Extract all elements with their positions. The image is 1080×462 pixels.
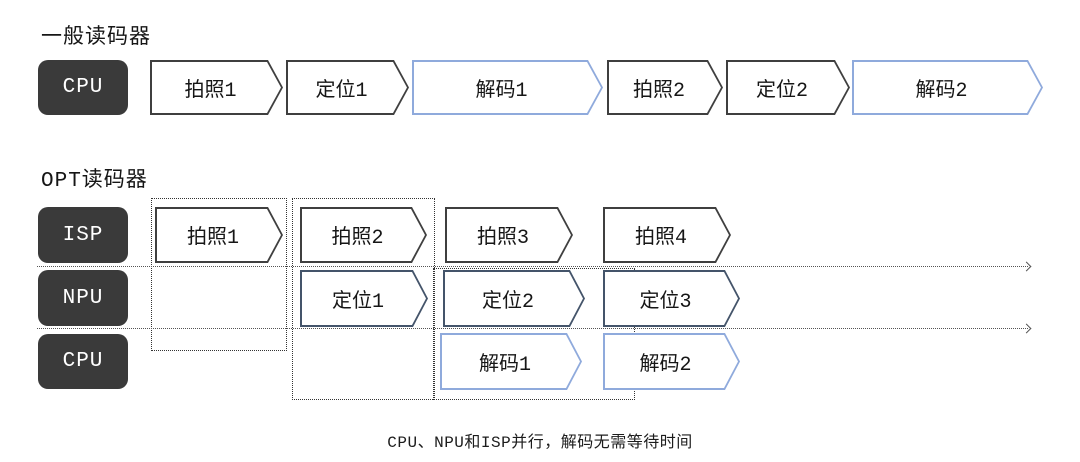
- frame-group-box-2: [292, 198, 435, 400]
- general-lane-chip-cpu: CPU: [38, 60, 128, 115]
- general-block-locate-2: 定位2: [726, 60, 850, 115]
- general-block-decode-2: 解码2: [852, 60, 1043, 115]
- timeline-arrow-isp: [37, 261, 1032, 272]
- opt-isp-block-photo-4-label: 拍照4: [634, 227, 687, 250]
- opt-lane-chip-cpu-label: CPU: [62, 350, 104, 373]
- opt-isp-block-photo-3-label: 拍照3: [476, 227, 529, 250]
- opt-lane-chip-npu: NPU: [38, 270, 128, 326]
- opt-cpu-block-decode-1: 解码1: [440, 333, 582, 390]
- opt-lane-chip-isp: ISP: [38, 207, 128, 263]
- general-lane-chip-cpu-label: CPU: [62, 76, 104, 99]
- opt-npu-block-locate-1: 定位1: [300, 270, 428, 327]
- opt-npu-block-locate-2-label: 定位2: [481, 290, 534, 314]
- opt-cpu-block-decode-1-label: 解码1: [478, 353, 531, 377]
- general-block-decode-2-label: 解码2: [915, 79, 968, 103]
- general-block-decode-1: 解码1: [412, 60, 603, 115]
- opt-lane-chip-cpu: CPU: [38, 334, 128, 389]
- frame-group-box-1: [151, 198, 287, 351]
- opt-cpu-block-decode-2-label: 解码2: [639, 353, 692, 377]
- opt-isp-block-photo-2: 拍照2: [300, 207, 427, 263]
- general-block-photo-1: 拍照1: [150, 60, 283, 115]
- general-block-photo-1-label: 拍照1: [184, 79, 237, 103]
- opt-npu-block-locate-3: 定位3: [603, 270, 740, 327]
- opt-lane-chip-isp-label: ISP: [62, 223, 104, 247]
- opt-isp-block-photo-1-label: 拍照1: [186, 227, 239, 250]
- footer-caption: CPU、NPU和ISP并行，解码无需等待时间: [387, 434, 693, 452]
- opt-isp-block-photo-4: 拍照4: [603, 207, 731, 263]
- general-block-photo-2: 拍照2: [607, 60, 723, 115]
- arrowhead-icon: [1021, 323, 1032, 334]
- opt-cpu-block-decode-2: 解码2: [603, 333, 740, 390]
- general-reader-title: 一般读码器: [41, 27, 151, 50]
- opt-isp-block-photo-2-label: 拍照2: [331, 227, 384, 250]
- opt-reader-title: OPT读码器: [41, 170, 148, 193]
- general-block-locate-1-label: 定位1: [315, 79, 368, 103]
- opt-lane-chip-npu-label: NPU: [62, 286, 104, 310]
- opt-npu-block-locate-3-label: 定位3: [639, 290, 692, 314]
- general-block-locate-1: 定位1: [286, 60, 409, 115]
- timeline-arrow-npu: [37, 323, 1032, 334]
- opt-isp-block-photo-1: 拍照1: [155, 207, 283, 263]
- opt-npu-block-locate-2: 定位2: [443, 270, 585, 327]
- general-block-photo-2-label: 拍照2: [632, 79, 685, 103]
- opt-npu-block-locate-1-label: 定位1: [331, 290, 384, 314]
- arrowhead-icon: [1021, 261, 1032, 272]
- general-block-locate-2-label: 定位2: [755, 79, 808, 103]
- general-block-decode-1-label: 解码1: [475, 79, 528, 103]
- opt-isp-block-photo-3: 拍照3: [445, 207, 573, 263]
